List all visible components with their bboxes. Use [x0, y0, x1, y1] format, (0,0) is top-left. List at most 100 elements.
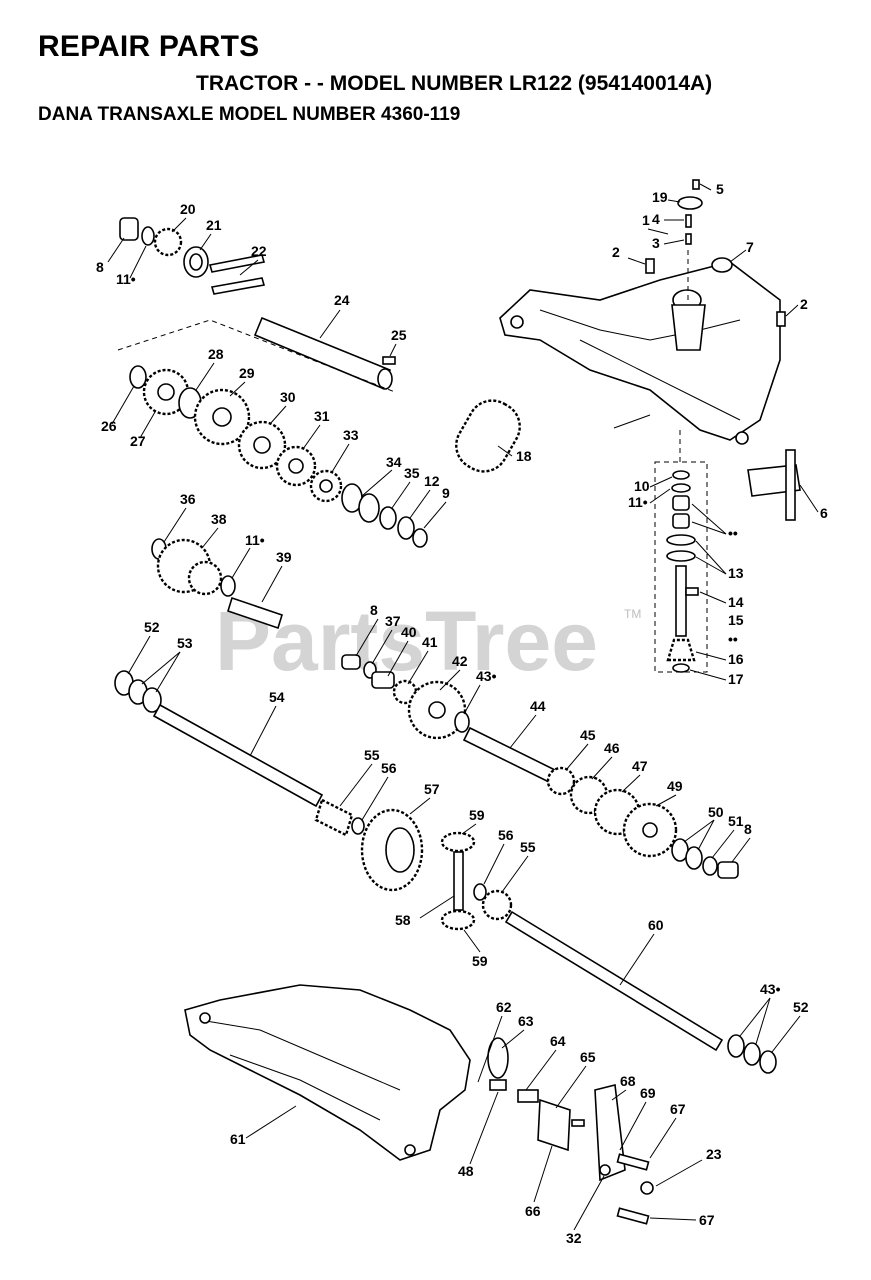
callout-11: 11• — [628, 494, 648, 510]
bushing-part — [341, 654, 361, 670]
differential-assembly — [360, 808, 777, 1074]
callout-5: 5 — [716, 181, 724, 197]
brake-pad-part — [517, 1089, 539, 1103]
callout-34: 34 — [386, 454, 402, 470]
callout-61: 61 — [230, 1131, 246, 1147]
key-part — [382, 356, 396, 365]
callout-46: 46 — [604, 740, 620, 756]
spacer-part — [371, 671, 395, 689]
callout-38: 38 — [211, 511, 227, 527]
callout-27: 27 — [130, 433, 146, 449]
callout-58: 58 — [395, 912, 411, 928]
washer-part — [743, 1042, 761, 1066]
counter-shaft-part — [462, 726, 557, 784]
washer-part — [379, 506, 397, 530]
callout-10: 10 — [634, 478, 650, 494]
snap-ring-part — [351, 817, 365, 835]
drive-chain — [455, 399, 521, 473]
callout-20: 20 — [180, 201, 196, 217]
callout-67: 67 — [670, 1101, 686, 1117]
callout-double-dot: •• — [728, 525, 738, 541]
callout-47: 47 — [632, 758, 648, 774]
callout-62: 62 — [496, 999, 512, 1015]
snap-ring-part — [473, 883, 487, 901]
retaining-ring-part — [672, 663, 690, 673]
callout-11: 11• — [245, 532, 265, 548]
callout-31: 31 — [314, 408, 330, 424]
callout-24: 24 — [334, 292, 350, 308]
callout-69: 69 — [640, 1085, 656, 1101]
washer-part — [454, 711, 470, 733]
callout-25: 25 — [391, 327, 407, 343]
chain-part — [455, 399, 521, 473]
gear-part — [546, 766, 576, 796]
housing-part — [499, 261, 781, 441]
callout-22: 22 — [251, 243, 267, 259]
bolt-part — [616, 1207, 650, 1225]
callout-43: 43• — [760, 981, 781, 997]
bearing-part — [672, 513, 690, 529]
gear-stack-upper — [129, 365, 428, 548]
bolt-part — [645, 258, 655, 274]
housing-part — [184, 984, 471, 1161]
callout-37: 37 — [385, 613, 401, 629]
callout-2: 2 — [800, 296, 808, 312]
washer-part — [142, 687, 162, 713]
brake-disc-part — [487, 1037, 509, 1079]
callout-30: 30 — [280, 389, 296, 405]
watermark-text: PartsTree — [215, 594, 598, 688]
washer-part — [599, 1164, 611, 1176]
screw-part — [692, 179, 700, 190]
callout-36: 36 — [180, 491, 196, 507]
callout-53: 53 — [177, 635, 193, 651]
callout-64: 64 — [550, 1033, 566, 1049]
callout-16: 16 — [728, 651, 744, 667]
washer-part — [671, 483, 691, 493]
washer-part — [412, 528, 428, 548]
callout-18: 18 — [516, 448, 532, 464]
bolt-part — [776, 311, 786, 327]
callout-33: 33 — [343, 427, 359, 443]
cross-shaft-part — [453, 851, 464, 911]
callout-1: 1 — [642, 212, 650, 228]
bushing-part — [717, 861, 739, 879]
leader-lines-lower — [127, 618, 801, 1231]
plug-part — [711, 257, 733, 273]
callout-17: 17 — [728, 671, 744, 687]
washer-part — [666, 550, 696, 562]
input-shaft-stack — [654, 430, 801, 673]
lower-housing — [184, 984, 654, 1225]
washer-part — [141, 226, 155, 246]
bushing-part — [119, 217, 139, 241]
cluster-gear-group — [151, 538, 283, 630]
bevel-gear-part — [440, 831, 476, 853]
bevel-gear-part — [481, 889, 513, 921]
callout-32: 32 — [566, 1230, 582, 1246]
callout-29: 29 — [239, 365, 255, 381]
callout-59: 59 — [472, 953, 488, 969]
pin-part — [571, 1119, 585, 1127]
pinion-gear-part — [153, 227, 183, 257]
washer-part — [666, 534, 696, 546]
model-number-heading: TRACTOR - - MODEL NUMBER LR122 (95414001… — [196, 72, 713, 95]
washer-part — [220, 575, 236, 597]
brake-pad-part — [489, 1079, 507, 1091]
bearing-part — [672, 495, 690, 511]
callout-40: 40 — [401, 624, 417, 640]
shaft-part — [253, 316, 392, 390]
callout-14: 14 — [728, 594, 744, 610]
ball-part — [685, 233, 692, 245]
callout-52: 52 — [144, 619, 160, 635]
washer-part — [759, 1050, 777, 1074]
leader-lines — [107, 183, 819, 681]
callout-55: 55 — [520, 839, 536, 855]
callout-6: 6 — [820, 505, 828, 521]
callout-12: 12 — [424, 473, 440, 489]
shift-key-part — [208, 254, 266, 273]
callout-23: 23 — [706, 1146, 722, 1162]
callout-55: 55 — [364, 747, 380, 763]
callout-67: 67 — [699, 1212, 715, 1228]
callout-43: 43• — [476, 668, 497, 684]
callout-49: 49 — [667, 778, 683, 794]
